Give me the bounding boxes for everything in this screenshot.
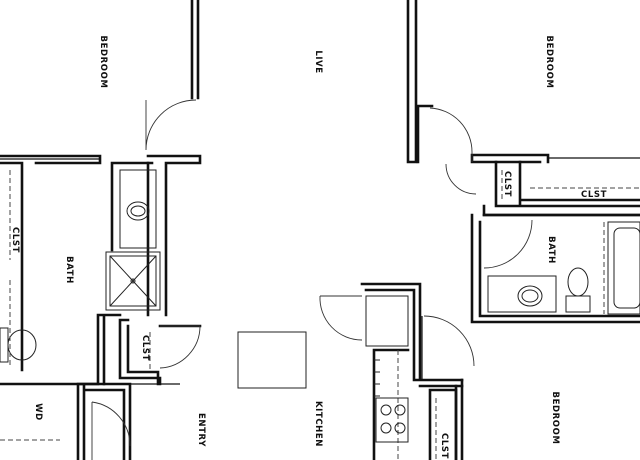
vanity-left [119, 169, 157, 249]
label-clst-left: CLST [10, 227, 20, 253]
burner-2 [394, 404, 406, 416]
door-kitchen [319, 295, 363, 341]
door-entry [91, 401, 131, 460]
wall-bedroom-right-stub [416, 104, 434, 164]
sink-left-bowl [130, 205, 146, 217]
range [375, 397, 409, 443]
sink-left [126, 201, 150, 221]
counter-lines [374, 359, 380, 397]
wall-bath-top-right [146, 154, 202, 317]
wall-bath-top [0, 154, 102, 372]
wall-bath-bottom [0, 313, 122, 386]
door-bedroom-left [145, 99, 197, 151]
label-entry: ENTRY [196, 413, 206, 447]
label-bath-left: BATH [64, 256, 74, 284]
wall-vanity [110, 161, 154, 252]
label-bath-right: BATH [546, 236, 556, 264]
label-clst-right-small: CLST [502, 171, 512, 197]
door-closet-right [445, 163, 477, 195]
shower-left [105, 251, 161, 311]
wall-bedroom-right-west [406, 0, 418, 164]
shower-drain [130, 278, 136, 284]
toilet-right-tank [565, 295, 591, 313]
door-bedroom-lower-right [423, 315, 475, 367]
tub-right [607, 221, 640, 315]
burner-3 [380, 422, 392, 434]
label-clst-mid: CLST [140, 335, 150, 361]
sink-right [517, 285, 543, 307]
toilet-left-tank [0, 327, 9, 363]
wall-right-closet-top [470, 153, 550, 164]
label-bedroom-left: BEDROOM [98, 36, 108, 89]
shower-diagonals [109, 255, 157, 307]
label-live: LIVE [313, 50, 323, 73]
toilet-right-bowl [567, 267, 589, 297]
label-bedroom-right: BEDROOM [544, 36, 554, 89]
label-wd: WD [33, 403, 43, 421]
toilet-left-bowl [7, 329, 37, 361]
label-bedroom-lower-right: BEDROOM [550, 392, 560, 445]
door-bedroom-right [429, 107, 473, 162]
wall-entry [76, 382, 132, 460]
tub-right-inner [613, 227, 640, 309]
door-bath-left [159, 325, 201, 369]
wall-right-bath [470, 213, 640, 324]
label-clst-right: CLST [581, 190, 607, 200]
wall-kitchen-top [360, 282, 464, 388]
island [237, 331, 307, 389]
door-bath-right [483, 219, 533, 269]
label-kitchen: KITCHEN [313, 401, 323, 447]
wall-right-closet-box [482, 160, 640, 217]
burner-1 [380, 404, 392, 416]
sink-right-bowl [521, 289, 539, 303]
wall-lower-closet [428, 388, 458, 460]
shower-left-inner [109, 255, 157, 307]
kitchen-counter-upper [365, 295, 409, 347]
burner-4 [394, 422, 406, 434]
room-labels: BEDROOM LIVE BEDROOM CLST BATH CLST WD E… [10, 36, 607, 459]
wall-bedroom-left-east [190, 0, 200, 100]
wall-kitchen-counter [372, 348, 410, 460]
vanity-right [487, 275, 557, 313]
label-clst-lower-right: CLST [439, 433, 449, 459]
doors [91, 99, 533, 460]
fixtures [0, 169, 640, 460]
wall-closet-mid [118, 318, 202, 386]
